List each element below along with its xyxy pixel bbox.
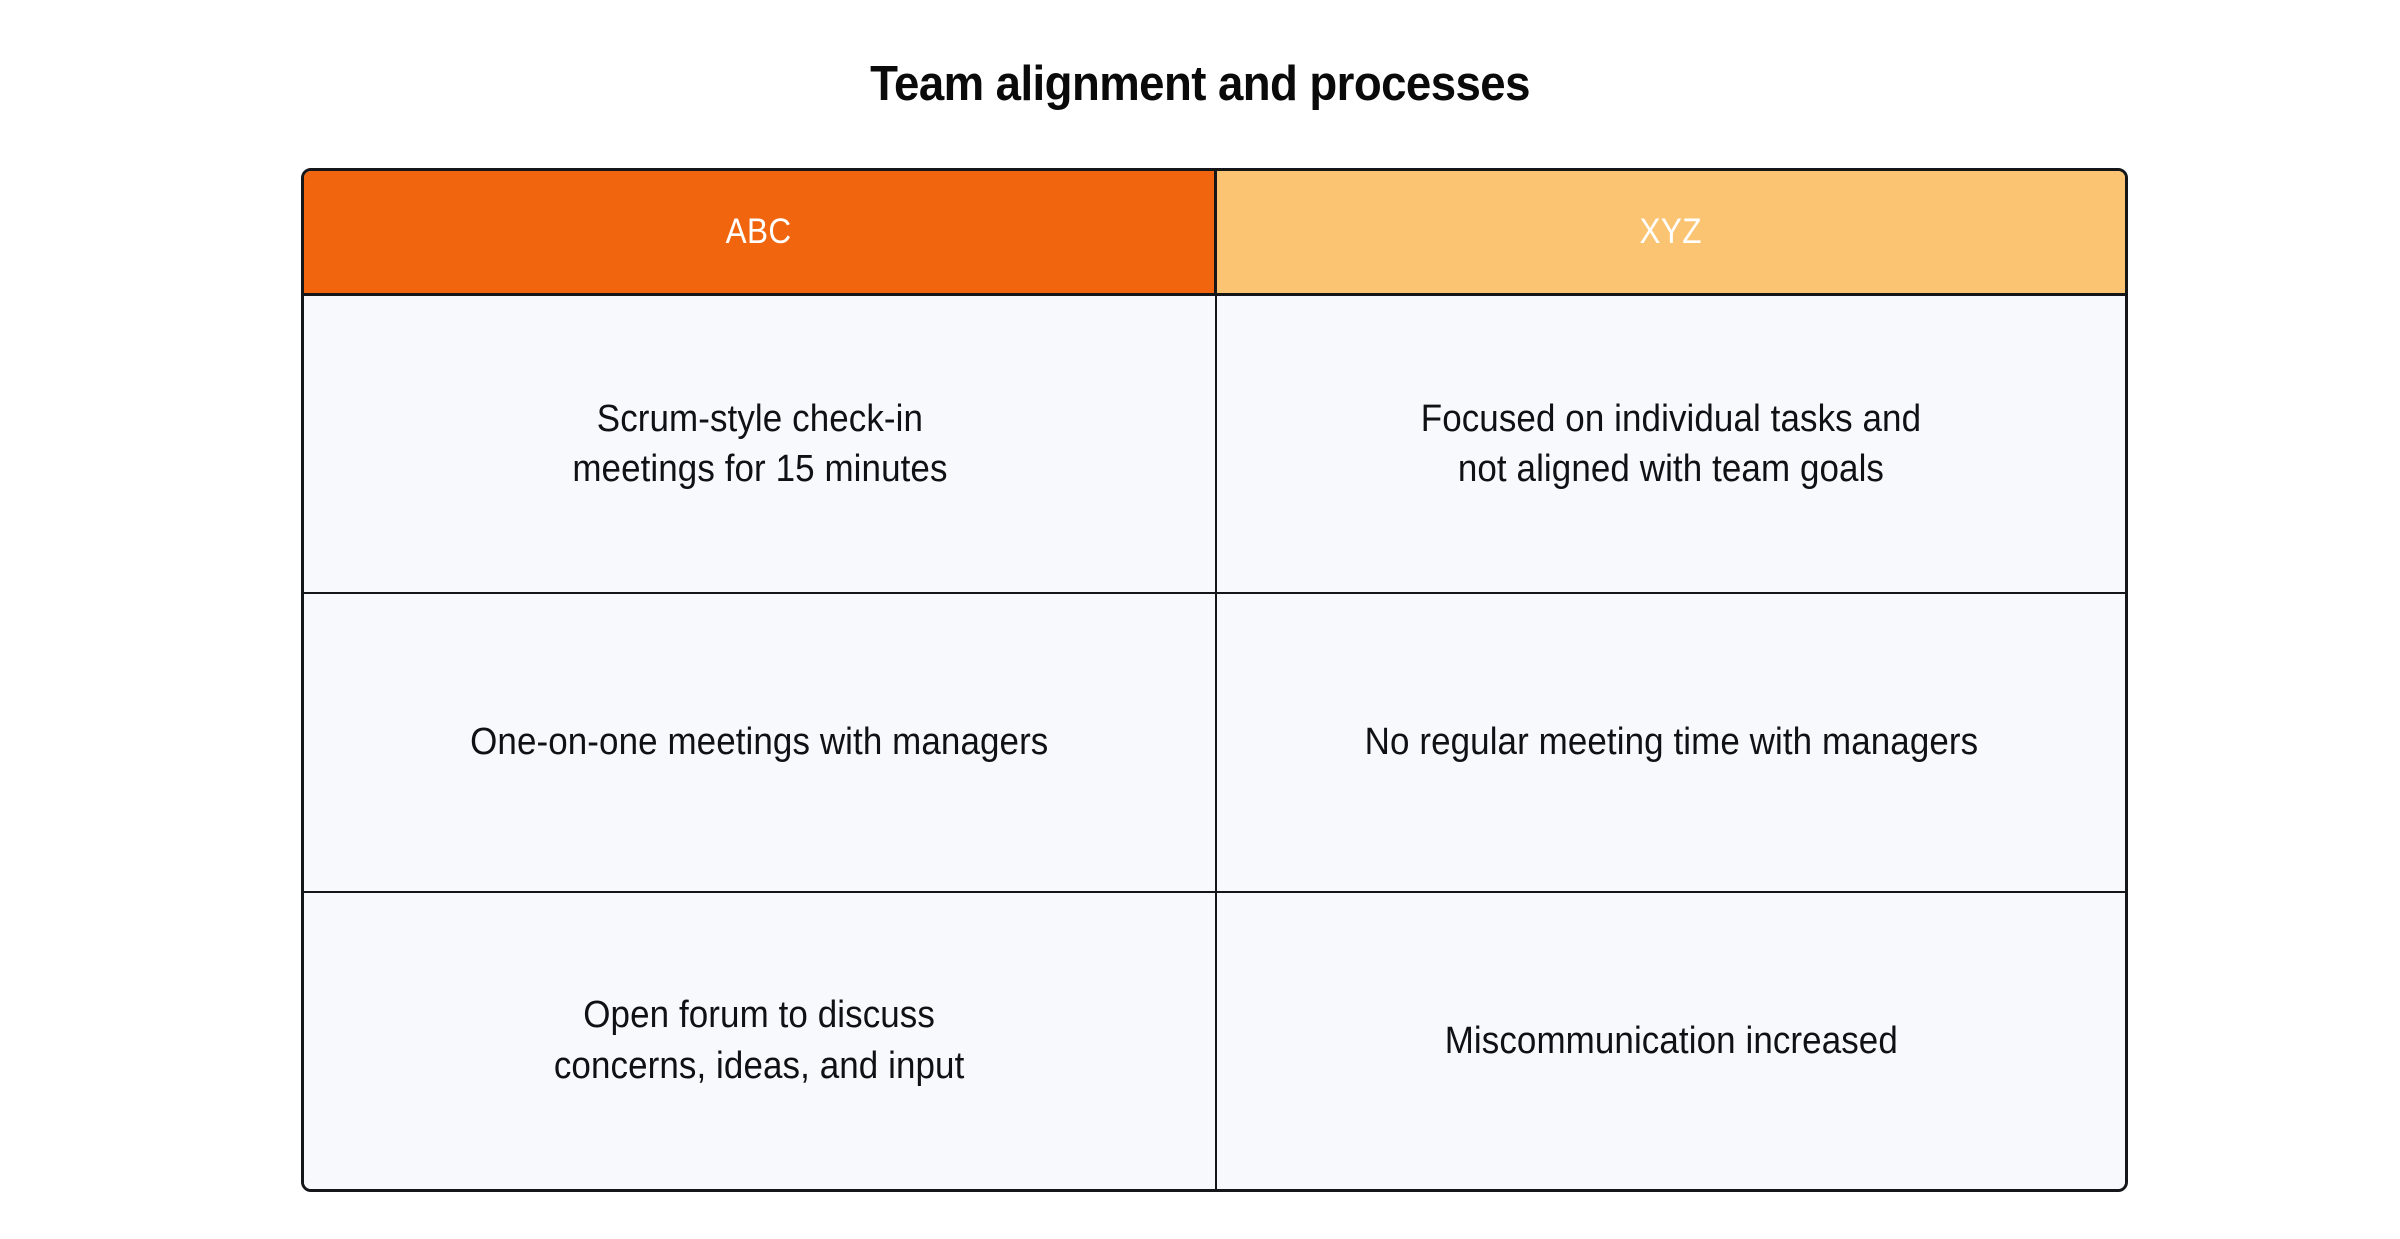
table-cell-abc: Scrum-style check-in meetings for 15 min… [304,296,1217,593]
table-row: Open forum to discuss concerns, ideas, a… [304,892,2125,1189]
table-row: Scrum-style check-in meetings for 15 min… [304,296,2125,595]
table-cell-xyz: No regular meeting time with managers [1217,594,2125,891]
table-cell-text: Miscommunication increased [1444,1019,1898,1062]
table-cell-abc: One-on-one meetings with managers [304,594,1217,891]
table-cell-abc: Open forum to discuss concerns, ideas, a… [304,892,1217,1189]
page-title: Team alignment and processes [870,57,1530,111]
column-header-xyz-label: XYZ [1639,212,1703,251]
table-cell-text: Focused on individual tasks and not alig… [1420,397,1922,491]
table-cell-xyz: Focused on individual tasks and not alig… [1217,296,2125,593]
table-body: ABC XYZ Scrum-style check-in meetings fo… [304,171,2125,1189]
table-header-row: ABC XYZ [304,171,2125,296]
table-cell-text: Scrum-style check-in meetings for 15 min… [571,397,948,491]
table-cell-text: Open forum to discuss concerns, ideas, a… [554,994,965,1087]
table-cell-xyz: Miscommunication increased [1217,892,2125,1189]
table-row: One-on-one meetings with managers No reg… [304,594,2125,893]
table-cell-text: One-on-one meetings with managers [470,721,1049,764]
table-cell-text: No regular meeting time with managers [1364,721,1978,764]
column-header-xyz: XYZ [1217,171,2125,293]
comparison-table: ABC XYZ Scrum-style check-in meetings fo… [301,168,2128,1192]
column-header-abc: ABC [304,171,1217,293]
column-header-abc-label: ABC [726,212,792,251]
